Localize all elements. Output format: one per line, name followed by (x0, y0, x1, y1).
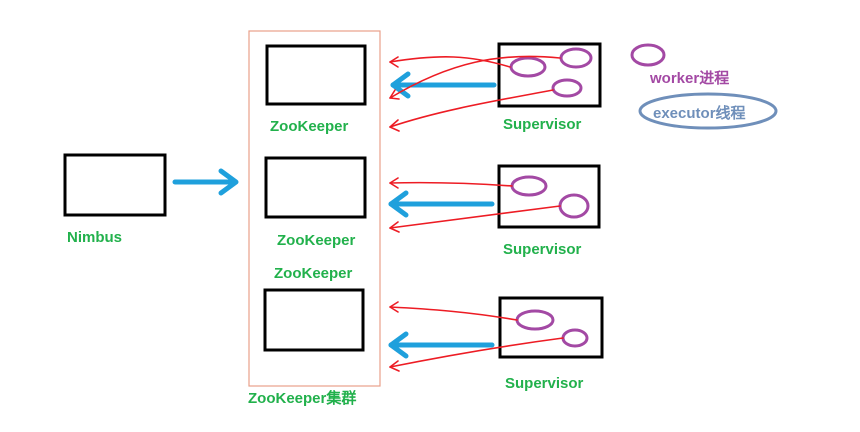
supervisor-label: Supervisor (505, 375, 584, 392)
supervisor-box (498, 296, 604, 359)
red-link-arrowhead (389, 177, 399, 189)
zookeeper-cluster-border (248, 30, 381, 387)
legend-worker-ellipse (630, 43, 666, 67)
worker-process (515, 309, 555, 331)
blue-arrow (388, 190, 495, 218)
worker-process (510, 175, 548, 197)
zookeeper-node-label: ZooKeeper (270, 118, 349, 135)
zookeeper-node-label: ZooKeeper (277, 232, 356, 249)
zookeeper-node-box (263, 288, 365, 352)
red-link-arrowhead (389, 119, 400, 132)
legend-executor-ellipse (638, 92, 778, 130)
worker-process (509, 56, 547, 78)
worker-process (551, 78, 583, 98)
blue-arrow (390, 71, 497, 99)
nimbus-box (63, 153, 167, 217)
zookeeper-node-label: ZooKeeper (274, 265, 353, 282)
worker-process (558, 193, 590, 219)
red-link-arrowhead (389, 360, 400, 372)
legend-executor-label: executor线程 (653, 105, 746, 122)
supervisor-label: Supervisor (503, 241, 582, 258)
red-link (389, 181, 513, 187)
red-link-arrowhead (389, 89, 400, 100)
red-link-arrowhead (389, 301, 399, 313)
red-link (389, 89, 554, 128)
red-link (389, 337, 564, 368)
nimbus-label: Nimbus (67, 229, 123, 246)
red-link-arrowhead (389, 56, 399, 68)
red-link (389, 205, 561, 229)
blue-arrow (172, 168, 239, 196)
legend-worker-label: worker进程 (650, 70, 730, 87)
red-link (389, 55, 561, 99)
supervisor-label: Supervisor (503, 116, 582, 133)
supervisor-box (497, 164, 601, 229)
worker-process (559, 47, 593, 69)
zookeeper-node-box (265, 44, 367, 106)
supervisor-box (497, 42, 602, 108)
worker-process (561, 328, 589, 348)
red-link (389, 306, 518, 321)
blue-arrow (388, 331, 495, 359)
zookeeper-cluster-label: ZooKeeper集群 (248, 390, 357, 407)
zookeeper-node-box (264, 156, 367, 219)
red-link-arrowhead (389, 221, 400, 233)
red-link (389, 56, 511, 68)
